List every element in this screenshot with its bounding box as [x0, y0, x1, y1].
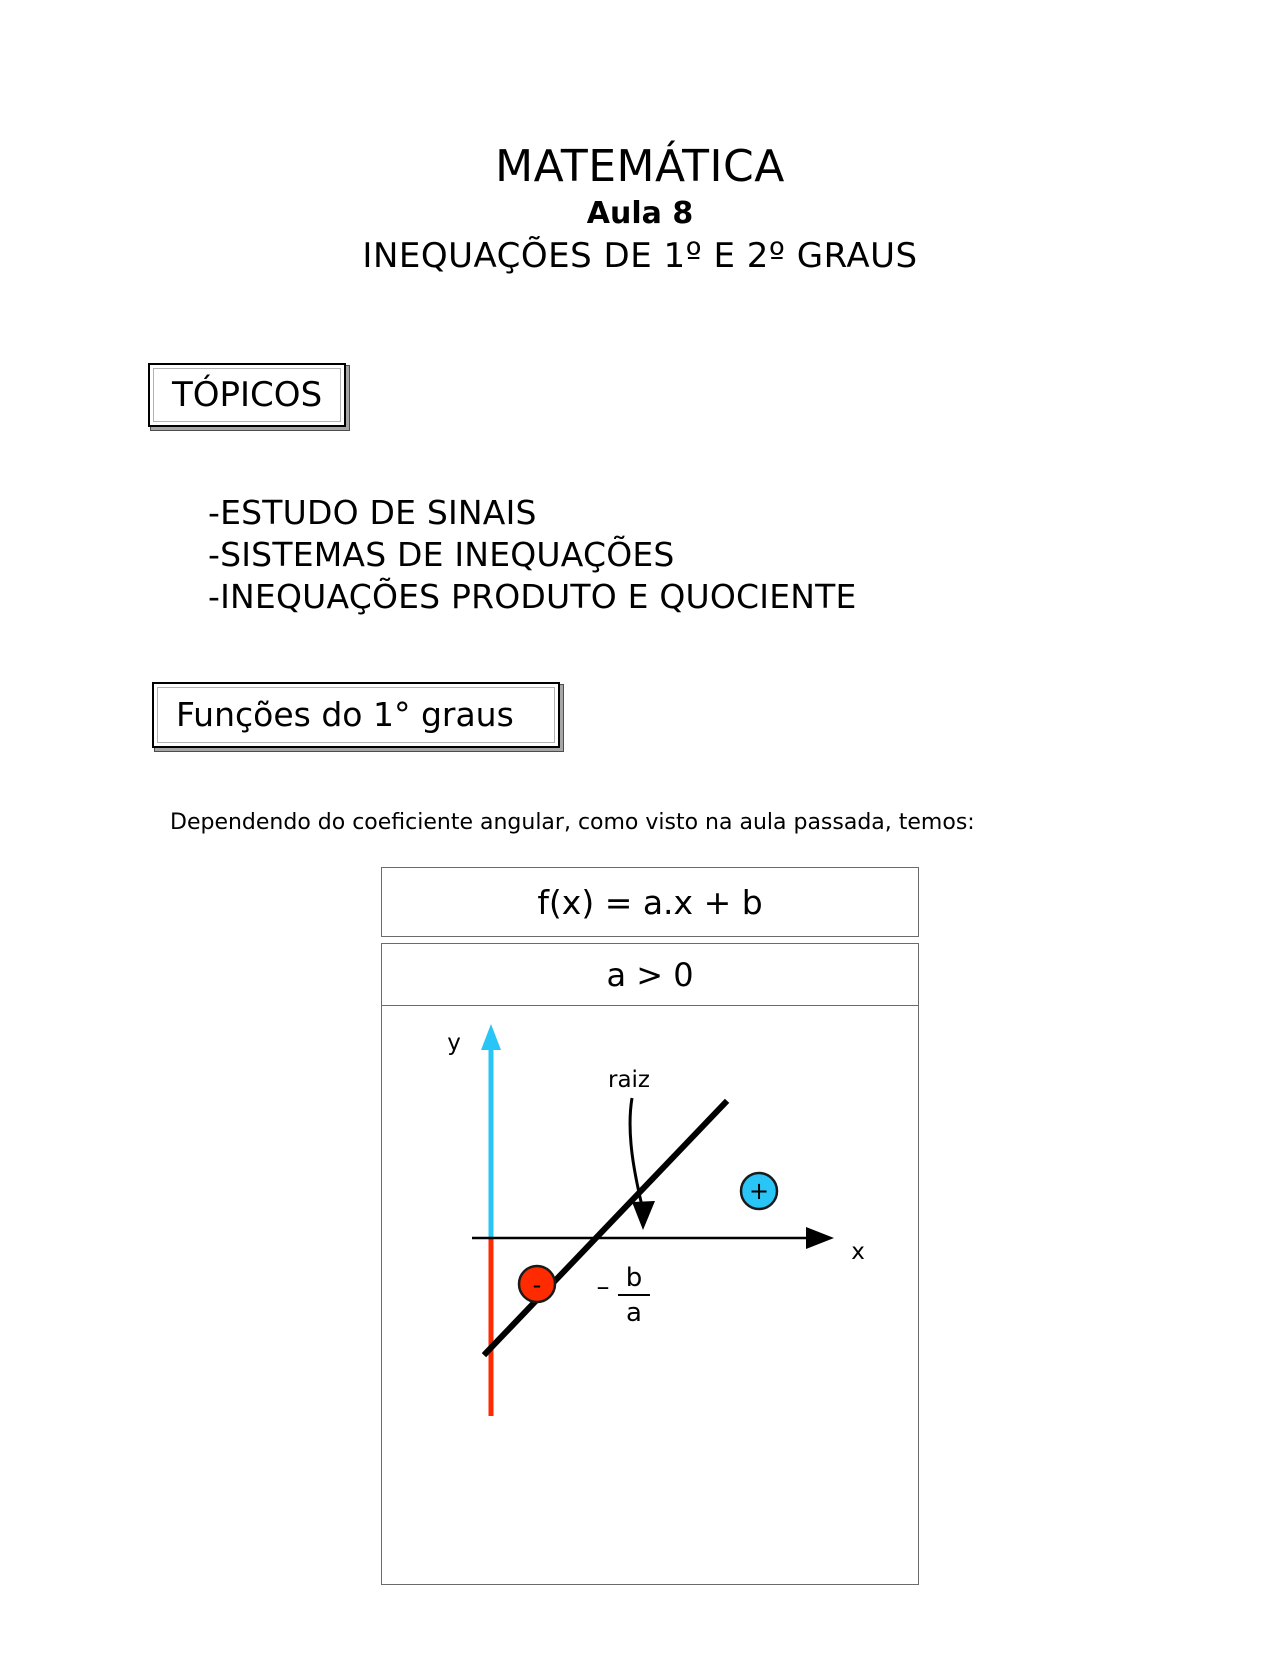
root-pointer-arrowhead-icon [632, 1201, 655, 1230]
y-axis-arrowhead-icon [481, 1024, 501, 1050]
topics-heading-label: TÓPICOS [172, 375, 323, 415]
root-value-denominator: a [626, 1298, 642, 1328]
list-item: -ESTUDO DE SINAIS [208, 493, 537, 532]
topics-list: -ESTUDO DE SINAIS -SISTEMAS DE INEQUAÇÕE… [208, 492, 857, 618]
function-formula-cell: f(x) = a.x + b [381, 867, 919, 937]
root-label: raiz [608, 1067, 650, 1093]
page-title-block: MATEMÁTICA Aula 8 INEQUAÇÕES DE 1º E 2º … [0, 140, 1280, 278]
negative-sign-badge [517, 1264, 557, 1304]
list-item: -INEQUAÇÕES PRODUTO E QUOCIENTE [208, 577, 857, 616]
x-axis-label: x [851, 1239, 865, 1265]
root-value-numerator: b [626, 1263, 643, 1293]
root-value-sign: – [597, 1272, 610, 1302]
positive-sign-badge [739, 1171, 779, 1211]
negative-sign-label: - [533, 1271, 542, 1299]
positive-sign-label: + [749, 1177, 769, 1205]
linear-function-graph: + - y x raiz – b a [447, 1024, 865, 1416]
lesson-subtitle: Aula 8 [586, 196, 694, 231]
x-axis-arrowhead-icon [806, 1227, 834, 1249]
function-table: f(x) = a.x + b a > 0 + - y x [381, 867, 919, 1585]
function-condition-cell: a > 0 [381, 943, 919, 1005]
intro-paragraph: Dependendo do coeficiente angular, como … [170, 810, 975, 835]
root-pointer-curve [628, 1097, 644, 1207]
function-graph-cell: + - y x raiz – b a [381, 1005, 919, 1585]
y-axis-label: y [447, 1030, 461, 1056]
function-line [481, 1098, 730, 1358]
subject-subtitle: INEQUAÇÕES DE 1º E 2º GRAUS [362, 236, 918, 276]
functions-heading-label: Funções do 1° graus [176, 695, 514, 734]
topics-heading-box: TÓPICOS [148, 363, 346, 427]
functions-heading-box: Funções do 1° graus [152, 682, 560, 748]
page-title: MATEMÁTICA [495, 141, 785, 192]
list-item: -SISTEMAS DE INEQUAÇÕES [208, 535, 675, 574]
